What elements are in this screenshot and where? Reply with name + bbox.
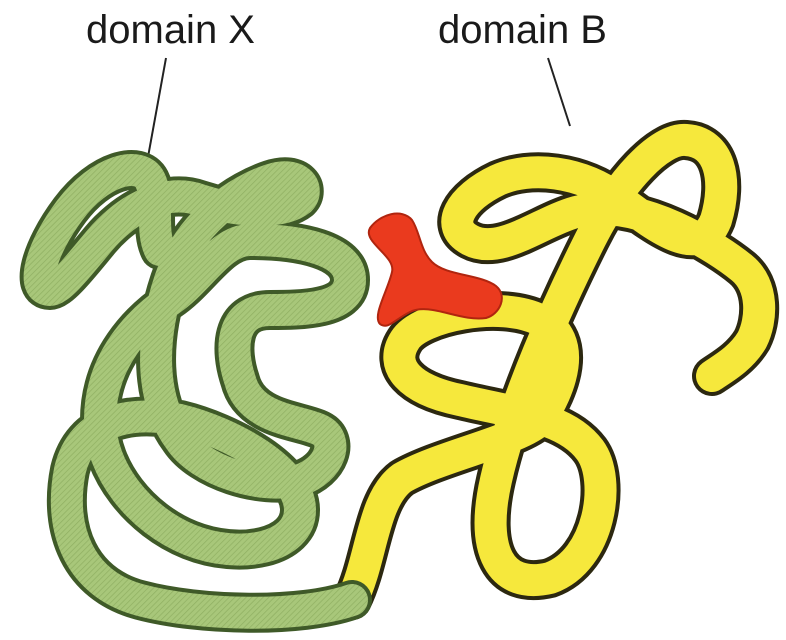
domain-b-fill [336,124,776,616]
domain-b-chain [332,120,780,620]
domain-b-leader-line [547,57,571,127]
domain-x-label: domain X [86,8,255,52]
domain-x-chain [19,150,372,633]
domain-x-fill [23,154,368,629]
ligand-shape [367,212,503,327]
domain-x-leader-line [145,57,167,169]
domain-b-label: domain B [438,8,607,52]
